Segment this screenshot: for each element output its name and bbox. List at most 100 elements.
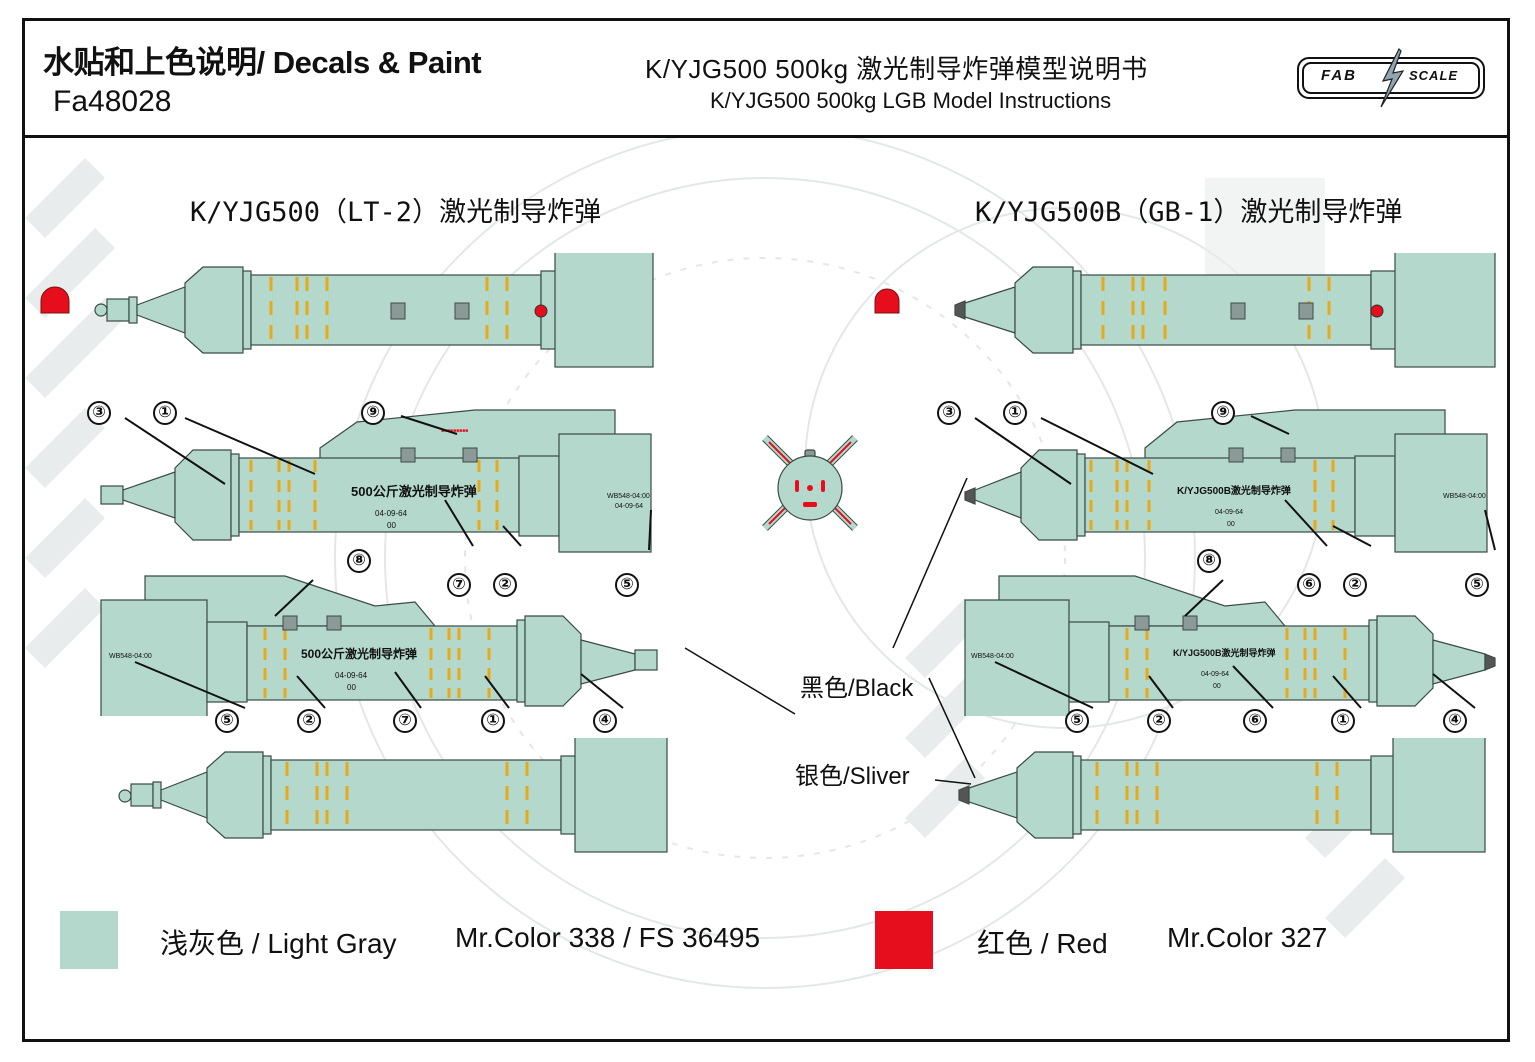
section-title-gb1: K/YJG500B（GB-1）激光制导炸弹 — [975, 197, 1403, 228]
callout-5: ⑤ — [615, 573, 639, 597]
bomb-body — [118, 738, 668, 853]
callout-6: ⑥ — [1243, 709, 1267, 733]
callout-7: ⑦ — [393, 709, 417, 733]
tail-fins — [762, 435, 858, 531]
lug-window — [1298, 302, 1314, 320]
stripe-lines — [269, 277, 509, 343]
lug-window — [1230, 302, 1246, 320]
content-area: K/YJG500（LT-2）激光制导炸弹 K/YJG500B（GB-1）激光制导… — [25, 138, 1507, 1042]
red-stencil: ■■■■■■■■■ — [441, 428, 468, 434]
note-silver: 银色/Sliver — [795, 763, 910, 790]
lug-window — [454, 302, 470, 320]
stripe-lines — [1101, 277, 1331, 343]
stripe-lines — [1095, 762, 1339, 828]
leader-lines — [994, 579, 1476, 709]
tail-date-stencil: 04-09-64 — [615, 503, 643, 510]
logo-fab-text: FAB — [1321, 67, 1357, 84]
legend-red-label: 红色 / Red — [977, 928, 1108, 959]
callout-9: ⑨ — [361, 401, 385, 425]
stripe-lines — [249, 460, 499, 530]
header: 水贴和上色说明/ Decals & Paint Fa48028 K/YJG500… — [25, 21, 1507, 138]
seeker-cover-red — [40, 286, 70, 314]
lt2-side-view-1: 500公斤激光制导炸弹 04-09-64 00 WB548-04:00 04-0… — [100, 409, 652, 553]
body-name-stencil: K/YJG500B激光制导炸弹 — [1177, 484, 1291, 497]
stripe-lines — [263, 628, 491, 698]
lug-window — [1134, 615, 1150, 631]
bomb-body — [100, 409, 652, 553]
lt2-bottom-view — [118, 738, 668, 853]
seeker-cover-red — [874, 288, 900, 314]
gb1-bottom-view — [958, 738, 1486, 853]
date-stencil: 04-09-64 — [1201, 671, 1229, 678]
fab-scale-logo: FAB SCALE — [1297, 47, 1485, 108]
logo-scale-text: SCALE — [1409, 68, 1459, 83]
fuze-marker — [1370, 304, 1384, 318]
swatch-light-gray — [60, 911, 118, 969]
red-marker — [795, 480, 799, 492]
gb1-side-view-2: K/YJG500B激光制导炸弹 04-09-64 00 WB548-04:00 — [964, 575, 1496, 716]
bomb-body — [964, 575, 1496, 716]
callout-1: ① — [1003, 401, 1027, 425]
callout-3: ③ — [937, 401, 961, 425]
leader-lines — [134, 579, 624, 709]
serial-stencil: 00 — [387, 521, 396, 530]
lt2-top-view — [40, 253, 654, 368]
legend-light-gray-code: Mr.Color 338 / FS 36495 — [455, 922, 761, 953]
note-black: 黑色/Black — [800, 675, 914, 702]
lightning-bolt-icon — [1380, 47, 1405, 108]
red-marker — [821, 480, 825, 492]
body-name-stencil: 500公斤激光制导炸弹 — [301, 646, 417, 661]
leader-lines — [974, 415, 1496, 551]
title-english: K/YJG500 500kg LGB Model Instructions — [710, 88, 1112, 113]
serial-stencil: 00 — [347, 683, 356, 692]
swatch-red — [875, 911, 933, 969]
date-stencil: 04-09-64 — [1215, 509, 1243, 516]
callout-1: ① — [153, 401, 177, 425]
lug-window — [1228, 447, 1244, 463]
tail-code-stencil: WB548-04:00 — [109, 653, 152, 660]
legend-red-code: Mr.Color 327 — [1167, 922, 1328, 953]
section-title-lt2: K/YJG500（LT-2）激光制导炸弹 — [190, 197, 602, 228]
lug-window — [282, 615, 298, 631]
callout-3: ③ — [87, 401, 111, 425]
serial-stencil: 00 — [1213, 683, 1221, 690]
instruction-sheet: 水贴和上色说明/ Decals & Paint Fa48028 K/YJG500… — [22, 18, 1510, 1042]
legend-light-gray-label: 浅灰色 / Light Gray — [160, 928, 397, 959]
tail-code-stencil: WB548-04:00 — [1443, 493, 1486, 500]
fuze-marker — [534, 304, 548, 318]
body-name-stencil: K/YJG500B激光制导炸弹 — [1173, 647, 1276, 658]
logo-border — [1302, 62, 1480, 94]
callout-8: ⑧ — [1197, 549, 1221, 573]
lt2-side-view-2: 500公斤激光制导炸弹 04-09-64 00 WB548-04:00 — [100, 575, 658, 716]
callout-5: ⑤ — [1065, 709, 1089, 733]
stripe-lines — [1125, 628, 1347, 698]
lug-window — [390, 302, 406, 320]
title-chinese: K/YJG500 500kg 激光制导炸弹模型说明书 — [645, 54, 1148, 84]
bomb-body — [958, 738, 1486, 853]
bomb-body — [964, 409, 1488, 553]
rear-view — [762, 435, 858, 531]
callout-4: ④ — [1443, 709, 1467, 733]
gb1-top-view — [874, 253, 1496, 368]
callout-2: ② — [297, 709, 321, 733]
callout-2: ② — [1343, 573, 1367, 597]
bomb-body — [954, 253, 1496, 368]
serial-stencil: 00 — [1227, 521, 1235, 528]
bomb-body — [100, 575, 658, 716]
stripe-lines — [285, 762, 529, 828]
tail-code-stencil: WB548-04:00 — [607, 493, 650, 500]
callout-1: ① — [1331, 709, 1355, 733]
leader-lines — [124, 415, 652, 551]
callout-1: ① — [481, 709, 505, 733]
callout-7: ⑦ — [447, 573, 471, 597]
note-leaders — [684, 478, 976, 785]
callout-8: ⑧ — [347, 549, 371, 573]
callout-2: ② — [1147, 709, 1171, 733]
date-stencil: 04-09-64 — [335, 671, 368, 680]
center-marker — [807, 485, 813, 491]
lug-window — [400, 447, 416, 463]
tail-code-stencil: WB548-04:00 — [971, 653, 1014, 660]
callout-4: ④ — [593, 709, 617, 733]
callout-9: ⑨ — [1211, 401, 1235, 425]
body-name-stencil: 500公斤激光制导炸弹 — [351, 484, 477, 499]
